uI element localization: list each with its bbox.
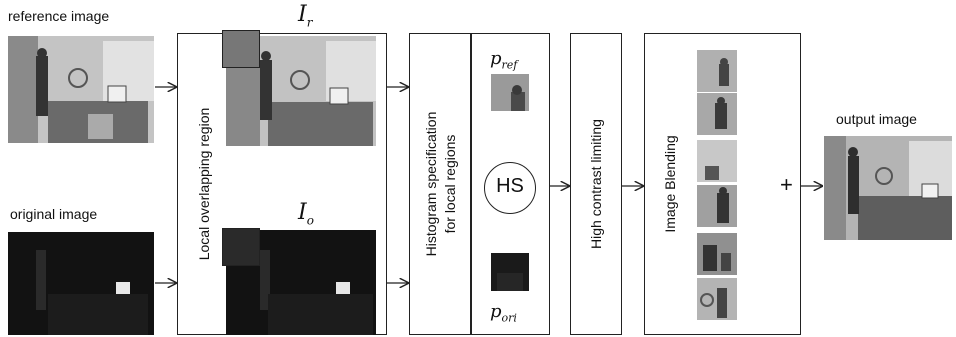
high-contrast-limiting-label: High contrast limiting: [588, 119, 604, 249]
p-ori-symbol: pori: [490, 301, 517, 325]
blend-tile-3: [697, 140, 737, 182]
i-o-patch: [222, 228, 260, 266]
reference-image-caption: reference image: [8, 8, 110, 24]
blend-tile-4: [697, 185, 737, 227]
high-contrast-limiting-box: [570, 33, 622, 335]
i-r-patch: [222, 30, 260, 68]
blend-tile-5: [697, 233, 737, 275]
p-ref-symbol: pref: [490, 48, 518, 72]
output-image-caption: output image: [836, 111, 917, 127]
blend-tile-1: [697, 50, 737, 92]
blend-tile-6: [697, 278, 737, 320]
blend-tile-2: [697, 93, 737, 135]
original-image: [8, 232, 154, 335]
p-ref-image: [491, 74, 529, 111]
reference-image: [8, 36, 154, 143]
plus-sign: +: [780, 172, 793, 197]
hs-circle: [484, 162, 536, 214]
hs-label: HS: [496, 175, 524, 197]
i-o-symbol: Io: [298, 200, 314, 228]
image-blending-label: Image Blending: [662, 135, 678, 233]
p-ori-image: [491, 253, 529, 291]
histogram-spec-label-line1: Histogram specification: [423, 111, 439, 257]
i-r-symbol: Ir: [298, 2, 313, 30]
output-image: [824, 136, 952, 240]
local-overlapping-region-label: Local overlapping region: [196, 107, 212, 261]
histogram-divider: [470, 33, 472, 335]
original-image-caption: original image: [10, 206, 98, 222]
i-r-image: [226, 36, 376, 146]
histogram-spec-label-line2: for local regions: [442, 134, 458, 234]
